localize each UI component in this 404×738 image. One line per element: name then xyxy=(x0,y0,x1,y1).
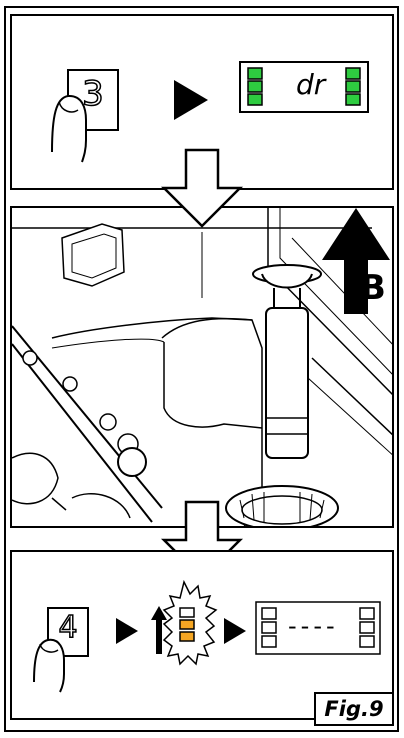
step-4-panel: 4 ---- xyxy=(10,550,394,720)
key-4-label: 4 xyxy=(58,609,79,646)
finger-icon xyxy=(51,94,87,163)
dishwasher-illustration: B xyxy=(10,206,394,528)
figure-frame xyxy=(4,6,399,732)
key-3-label: 3 xyxy=(81,73,104,115)
display-text-dr: dr xyxy=(296,68,326,101)
play-arrow-icon xyxy=(224,618,246,644)
play-arrow-icon xyxy=(174,80,208,120)
play-arrow-icon xyxy=(116,618,138,644)
figure-label: Fig.9 xyxy=(314,692,394,726)
arrow-b-label: B xyxy=(360,268,386,308)
display-text-dashes: ---- xyxy=(288,612,339,640)
arrow-up-b-icon xyxy=(322,208,390,314)
finger-icon xyxy=(33,638,65,693)
up-arrow-icon xyxy=(151,606,167,654)
step-3-panel: 3 dr xyxy=(10,14,394,190)
